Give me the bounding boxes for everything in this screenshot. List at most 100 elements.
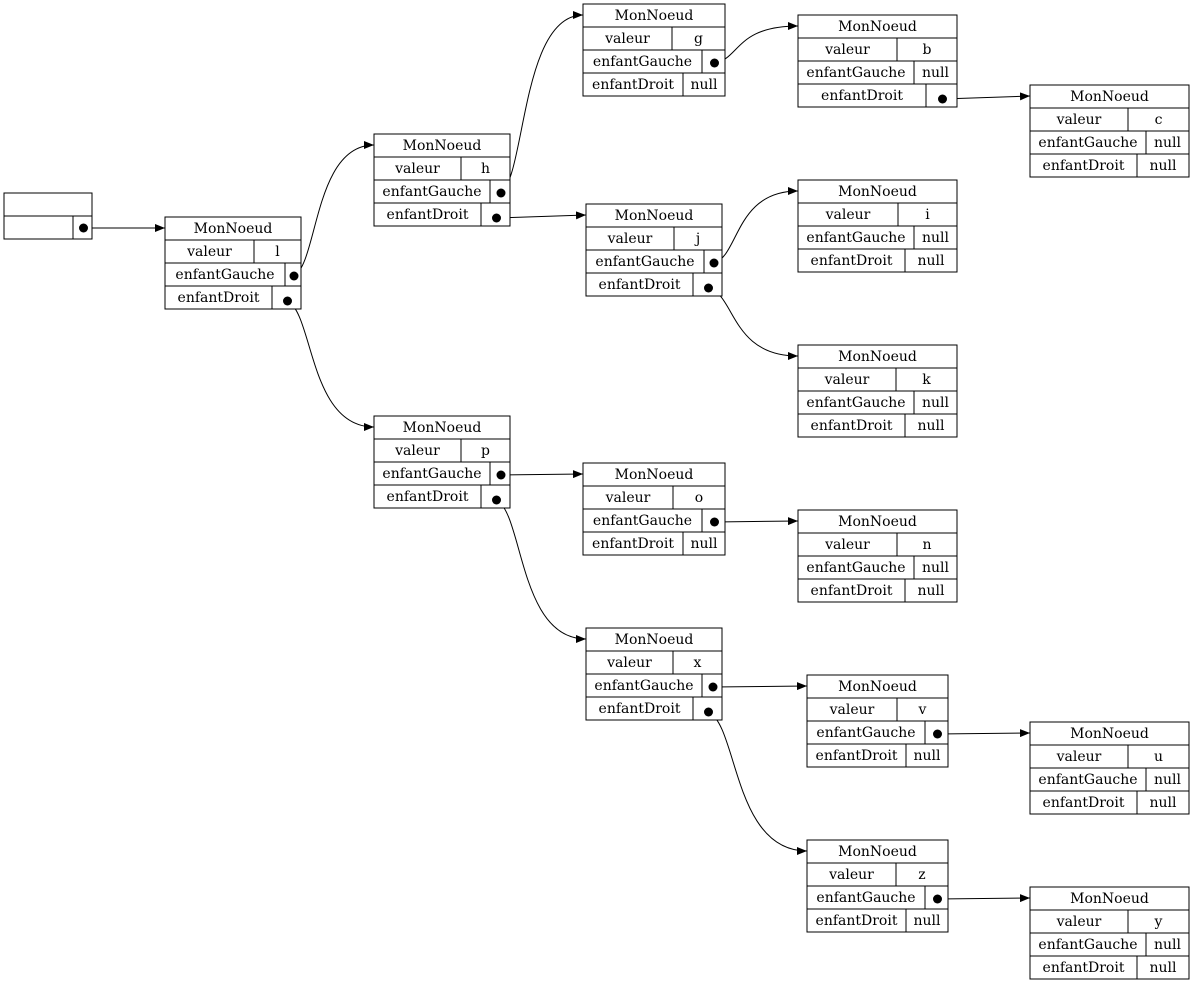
edge-racine-l-dot [79,223,88,233]
enfant-gauche-label: enfantGauche [806,560,905,576]
valeur-label: valeur [605,490,651,506]
valeur-label: valeur [186,244,232,260]
valeur-value: o [695,490,703,506]
enfant-gauche-null: null [1154,937,1182,953]
enfant-gauche-null: null [1154,135,1182,151]
edge-o-gauche-n-dot [710,517,719,527]
valeur-label: valeur [606,655,652,671]
valeur-value: h [481,161,490,177]
enfant-droit-label: enfantDroit [599,277,681,293]
edge-j-gauche-i [713,187,799,264]
valeur-value: v [918,702,927,718]
edge-j-droit-k [708,287,799,360]
edge-j-droit-k-dot [704,283,713,293]
enfant-droit-null: null [914,913,942,929]
root-monarbre [3,192,93,240]
node-title: MonNoeud [403,138,482,154]
enfant-gauche-label: enfantGauche [593,513,692,529]
enfant-droit-label: enfantDroit [821,88,903,104]
node-title: MonNoeud [403,420,482,436]
enfant-gauche-label: enfantGauche [806,65,905,81]
enfant-gauche-label: enfantGauche [382,184,481,200]
node-title: MonNoeud [615,208,694,224]
edge-x-gauche-v-dot [708,682,718,692]
pointer-dots-layer [79,58,947,904]
node-title: MonNoeud [615,8,694,24]
enfant-droit-label: enfantDroit [811,583,893,599]
valeur-value: y [1154,914,1163,930]
enfant-droit-label: enfantDroit [387,489,469,505]
node-title: MonNoeud [615,467,694,483]
enfant-gauche-label: enfantGauche [595,254,694,270]
node-b: MonNoeud valeur b enfantGauche enfantDroit nu… [797,14,958,108]
edge-h-gauche-g [500,11,584,194]
enfant-gauche-label: enfantGauche [594,678,693,694]
node-title: MonNoeud [615,632,694,648]
enfant-droit-label: enfantDroit [178,290,260,306]
enfant-droit-label: enfantDroit [592,77,674,93]
edge-x-gauche-v [712,682,808,691]
valeur-value: n [922,537,931,553]
valeur-value: x [694,655,702,671]
enfant-gauche-label: enfantGauche [806,395,905,411]
node-title: MonNoeud [1070,89,1149,105]
edge-z-gauche-y-dot [933,894,942,904]
enfant-droit-null: null [1150,158,1178,174]
enfant-droit-label: enfantDroit [1043,960,1125,976]
edge-p-gauche-o-dot [496,470,506,480]
valeur-label: valeur [829,702,875,718]
valeur-label: valeur [824,42,870,58]
valeur-value: z [918,867,925,883]
valeur-label: valeur [824,537,870,553]
valeur-value: g [694,31,703,47]
node-title: MonNoeud [838,19,917,35]
enfant-droit-label: enfantDroit [811,253,893,269]
valeur-value: b [923,42,932,58]
valeur-label: valeur [1056,112,1102,128]
enfant-droit-label: enfantDroit [1043,795,1125,811]
node-title: MonNoeud [838,349,917,365]
enfant-droit-null: null [918,253,946,269]
node-title: MonNoeud [838,844,917,860]
edge-z-gauche-y [937,894,1031,903]
enfant-gauche-null: null [922,65,950,81]
edge-x-droit-z [708,711,808,855]
valeur-label: valeur [604,31,650,47]
enfant-droit-null: null [914,748,942,764]
edge-v-gauche-u-dot [933,729,942,739]
enfant-gauche-null: null [922,230,950,246]
enfant-droit-null: null [918,418,946,434]
enfant-droit-null: null [918,583,946,599]
enfant-gauche-label: enfantGauche [175,267,274,283]
enfant-droit-label: enfantDroit [816,913,898,929]
enfant-droit-label: enfantDroit [811,418,893,434]
edge-h-gauche-g-dot [496,188,506,198]
enfant-gauche-label: enfantGauche [1038,135,1137,151]
node-title: MonNoeud [194,221,273,237]
enfant-gauche-null: null [922,395,950,411]
enfant-gauche-label: enfantGauche [1038,772,1137,788]
enfant-gauche-null: null [922,560,950,576]
node-title: MonNoeud [838,679,917,695]
enfant-gauche-label: enfantGauche [816,725,915,741]
valeur-value: i [925,207,930,223]
edge-b-droit-c-dot [938,94,947,104]
edge-v-gauche-u [937,729,1031,738]
edge-l-gauche-h-dot [289,271,299,281]
enfant-droit-null: null [691,536,719,552]
edge-h-droit-j [496,211,587,220]
edge-h-droit-j-dot [492,213,501,223]
enfant-droit-label: enfantDroit [816,748,898,764]
